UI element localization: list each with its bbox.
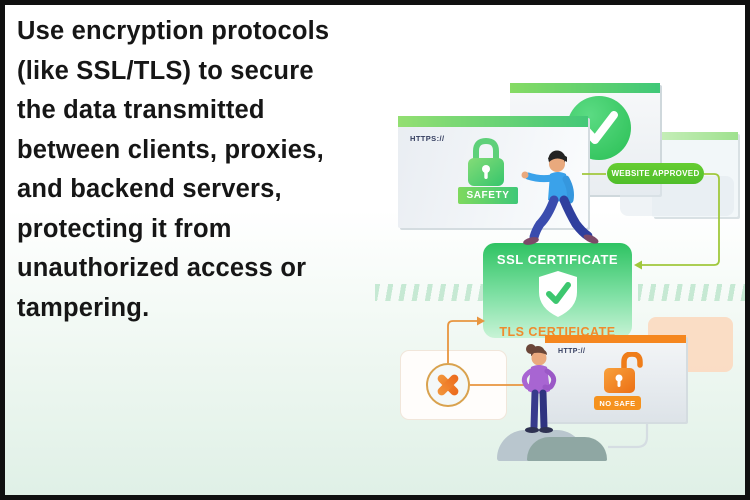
caption-line: and backend servers, [17, 175, 282, 203]
url-https: HTTPS:// [410, 134, 445, 143]
ssl-certificate-card: SSL CERTIFICATE TLS CERTIFICATE [483, 243, 632, 339]
website-approved-pill: WEBSITE APPROVED [607, 163, 704, 184]
stripe-band-right [638, 284, 746, 301]
caption-line: the data transmitted [17, 96, 265, 124]
person-purple [521, 344, 557, 433]
caption: Use encryption protocols (like SSL/TLS) … [17, 12, 375, 328]
lock-closed-icon [466, 137, 506, 193]
safe-window-titlebar [398, 116, 588, 127]
mound-front [527, 437, 607, 461]
caption-line: unauthorized access or [17, 254, 307, 282]
check-circle-icon [567, 96, 631, 160]
side-window-titlebar [652, 132, 738, 140]
safe-window: HTTPS:// SAFETY [398, 116, 588, 228]
approved-window-titlebar [510, 83, 660, 93]
no-safe-badge: NO SAFE [594, 396, 641, 410]
caption-line: Use encryption protocols [17, 17, 330, 45]
ssl-card-title: SSL CERTIFICATE [496, 252, 619, 267]
x-circle-icon [426, 363, 470, 407]
safety-badge: SAFETY [458, 187, 518, 204]
stripe-band-left [375, 284, 487, 301]
connector-lines [447, 173, 720, 449]
lock-open-icon [602, 351, 648, 401]
unsafe-window: HTTP:// NO SAFE [545, 335, 686, 422]
unsafe-window-titlebar [545, 335, 686, 343]
url-http: HTTP:// [558, 348, 586, 355]
caption-line: protecting it from [17, 214, 232, 243]
person-blue [521, 150, 599, 245]
caption-line: tampering. [17, 293, 150, 322]
caption-line: between clients, proxies, [17, 135, 324, 164]
caption-line: (like SSL/TLS) to secure [17, 56, 314, 85]
shield-check-icon [483, 269, 632, 324]
